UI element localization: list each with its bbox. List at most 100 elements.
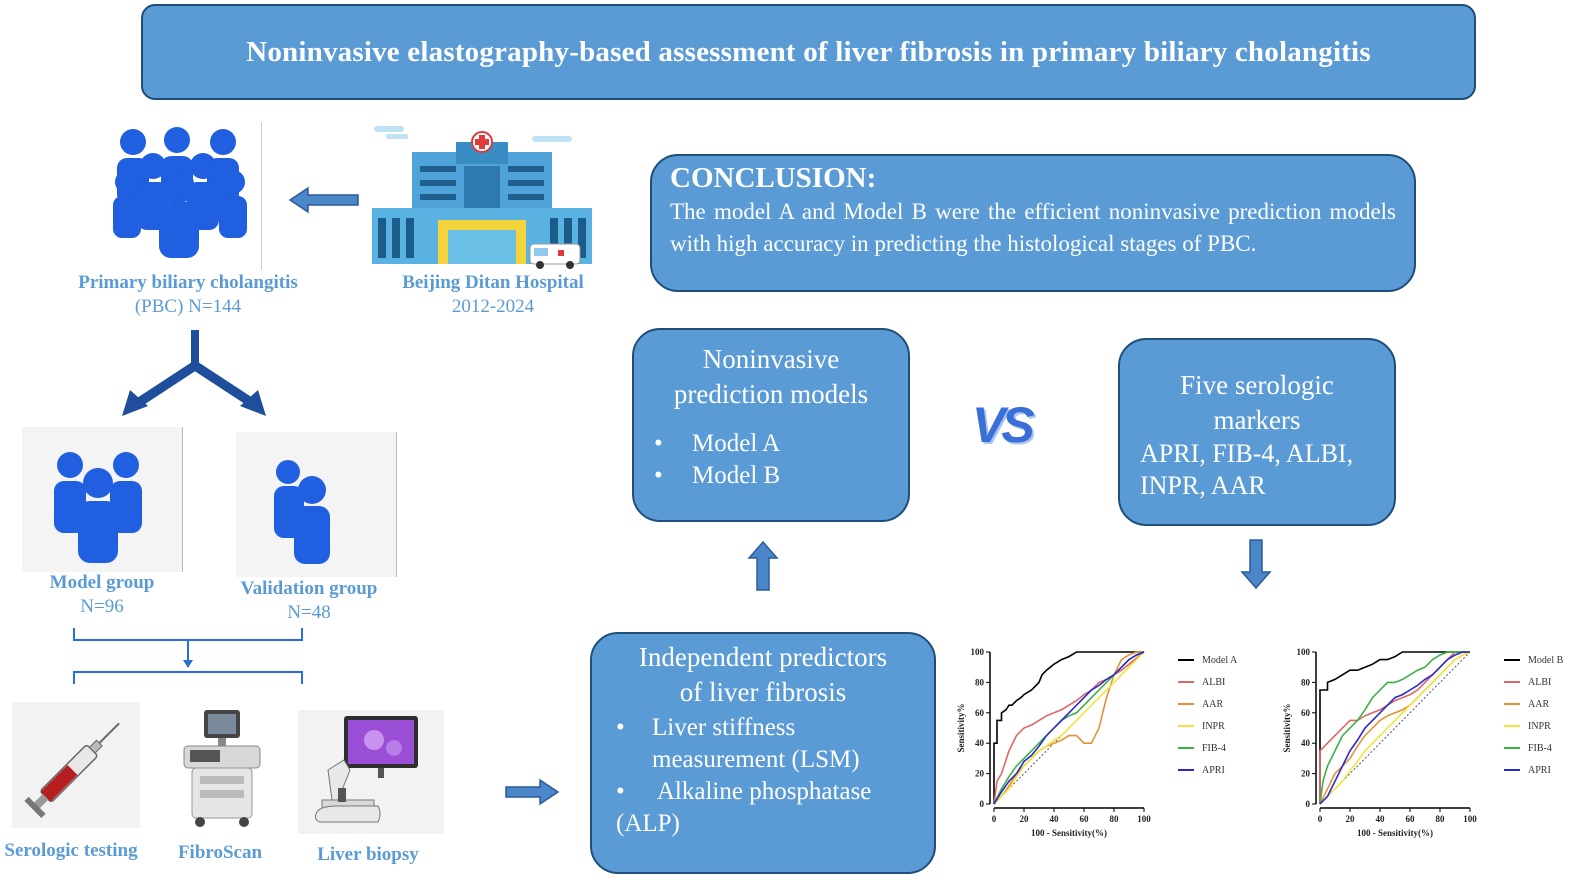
legend-label: Model A [1202,655,1238,666]
legend-label: FIB-4 [1528,743,1552,754]
legend-label: APRI [1202,765,1225,776]
validation-group-count: N=48 [287,602,331,623]
y-tick-label: 20 [1301,769,1311,779]
x-tick-label: 100 [1137,814,1151,824]
model-group-people-icon [22,427,183,572]
fibroscan-label: FibroScan [177,842,263,863]
bracket-connector [73,628,303,684]
predictor-lsm-line2: measurement (LSM) [652,746,860,773]
model-group-label: Model group [49,572,155,593]
hospital-label: Beijing Ditan Hospital [380,272,606,294]
hospital-icon [372,122,592,270]
list-item: •Model A [654,430,781,457]
x-tick-label: 80 [1436,814,1446,824]
validation-group-people-icon [236,432,397,577]
y-tick-label: 20 [975,769,985,779]
x-tick-label: 60 [1406,814,1416,824]
legend-label: AAR [1202,699,1223,710]
y-axis-label: Sensitivity% [956,703,966,752]
roc-chart-model-a: 0 20 40 60 80 100 0 20 40 60 80 100 100 - Sensitivit… [956,647,1238,838]
y-tick-label: 100 [1297,647,1311,657]
reference-diagonal [1319,651,1471,805]
legend-label: FIB-4 [1202,743,1226,754]
list-item: •Model B [654,462,781,489]
x-tick-label: 20 [1346,814,1356,824]
x-tick-label: 0 [992,814,997,824]
legend-label: Model B [1528,655,1564,666]
x-tick-label: 100 [1463,814,1477,824]
conclusion-text: The model A and Model B were the efficie… [670,199,1396,256]
x-tick-label: 80 [1110,814,1120,824]
title-banner: Noninvasive elastography-based assessmen… [141,4,1476,100]
x-tick-label: 40 [1376,814,1386,824]
y-tick-label: 60 [1301,708,1311,718]
series-line-apri [1319,651,1470,805]
predictor-lsm-line1: Liver stiffness [652,714,796,741]
liver-biopsy-label: Liver biopsy [317,844,419,865]
hospital-name: Beijing Ditan Hospital [402,272,584,293]
x-tick-label: 60 [1080,814,1090,824]
series-line-inpr [993,651,1145,805]
page-title: Noninvasive elastography-based assessmen… [246,35,1371,68]
legend-label: ALBI [1528,677,1551,688]
hospital-years-text: 2012-2024 [451,296,535,317]
y-tick-label: 40 [1301,738,1311,748]
y-tick-label: 0 [1306,799,1311,809]
y-axis-label: Sensitivity% [1282,703,1292,752]
fibroscan-icon [164,708,280,830]
model-group-count: N=96 [80,596,124,617]
serologic-markers-box: Five serologic markers APRI, FIB-4, ALBI… [1118,338,1396,526]
y-tick-label: 0 [980,799,985,809]
predictor-alp-line1: Alkaline phosphatase [652,778,872,805]
series-line-inpr [1319,651,1471,805]
markers-title-line2: markers [1213,405,1301,435]
predictors-title-line2: of liver fibrosis [679,677,847,707]
x-tick-label: 40 [1050,814,1060,824]
legend-label: INPR [1202,721,1225,732]
legend-label: INPR [1528,721,1551,732]
y-tick-label: 80 [975,677,985,687]
y-tick-label: 60 [975,708,985,718]
predictor-alp-line2: (ALP) [616,810,680,837]
conclusion-heading: CONCLUSION: [670,162,877,194]
series-line-model-b [1319,651,1470,804]
independent-predictors-box: Independent predictors of liver fibrosis… [590,632,936,874]
x-tick-label: 20 [1020,814,1030,824]
pbc-label: Primary biliary cholangitis [40,272,336,294]
legend-label: AAR [1528,699,1549,710]
series-line-albi [993,651,1145,805]
prediction-models-title-line2: prediction models [673,379,869,409]
vs-label: VS [972,397,1035,453]
prediction-models-box: Noninvasive prediction models •Model A •… [632,328,910,522]
pbc-label-line1: Primary biliary cholangitis [78,272,298,293]
x-axis-label: 100 - Sensitivity(%) [1031,828,1107,838]
model-b-label: Model B [692,462,781,489]
markers-list-line1: APRI, FIB-4, ALBI, [1140,439,1354,468]
arrow-right-icon [505,778,560,806]
markers-list-line2: INPR, AAR [1140,471,1266,500]
split-arrow-icon [122,330,266,416]
legend-label: APRI [1528,765,1551,776]
microscope-icon [298,710,444,834]
series-line-aar [993,651,1144,805]
series-line-model-a [993,651,1144,804]
arrow-down-icon [1240,539,1272,590]
model-a-label: Model A [692,430,781,457]
conclusion-box: CONCLUSION: The model A and Model B were… [650,154,1416,292]
arrow-up-icon [747,540,779,591]
hospital-years: 2012-2024 [380,296,606,318]
x-tick-label: 0 [1318,814,1323,824]
y-tick-label: 40 [975,738,985,748]
series-line-apri [993,651,1145,805]
pbc-count: (PBC) N=144 [40,296,336,318]
validation-group-label: Validation group [240,578,378,599]
predictors-title-line1: Independent predictors [638,642,888,672]
legend-label: ALBI [1202,677,1225,688]
markers-title-line1: Five serologic [1180,370,1334,400]
series-line-fib-4 [1319,651,1470,805]
syringe-icon [12,702,140,828]
pbc-label-line2: (PBC) N=144 [134,296,242,317]
pbc-people-icon [103,122,262,270]
y-tick-label: 100 [971,647,985,657]
